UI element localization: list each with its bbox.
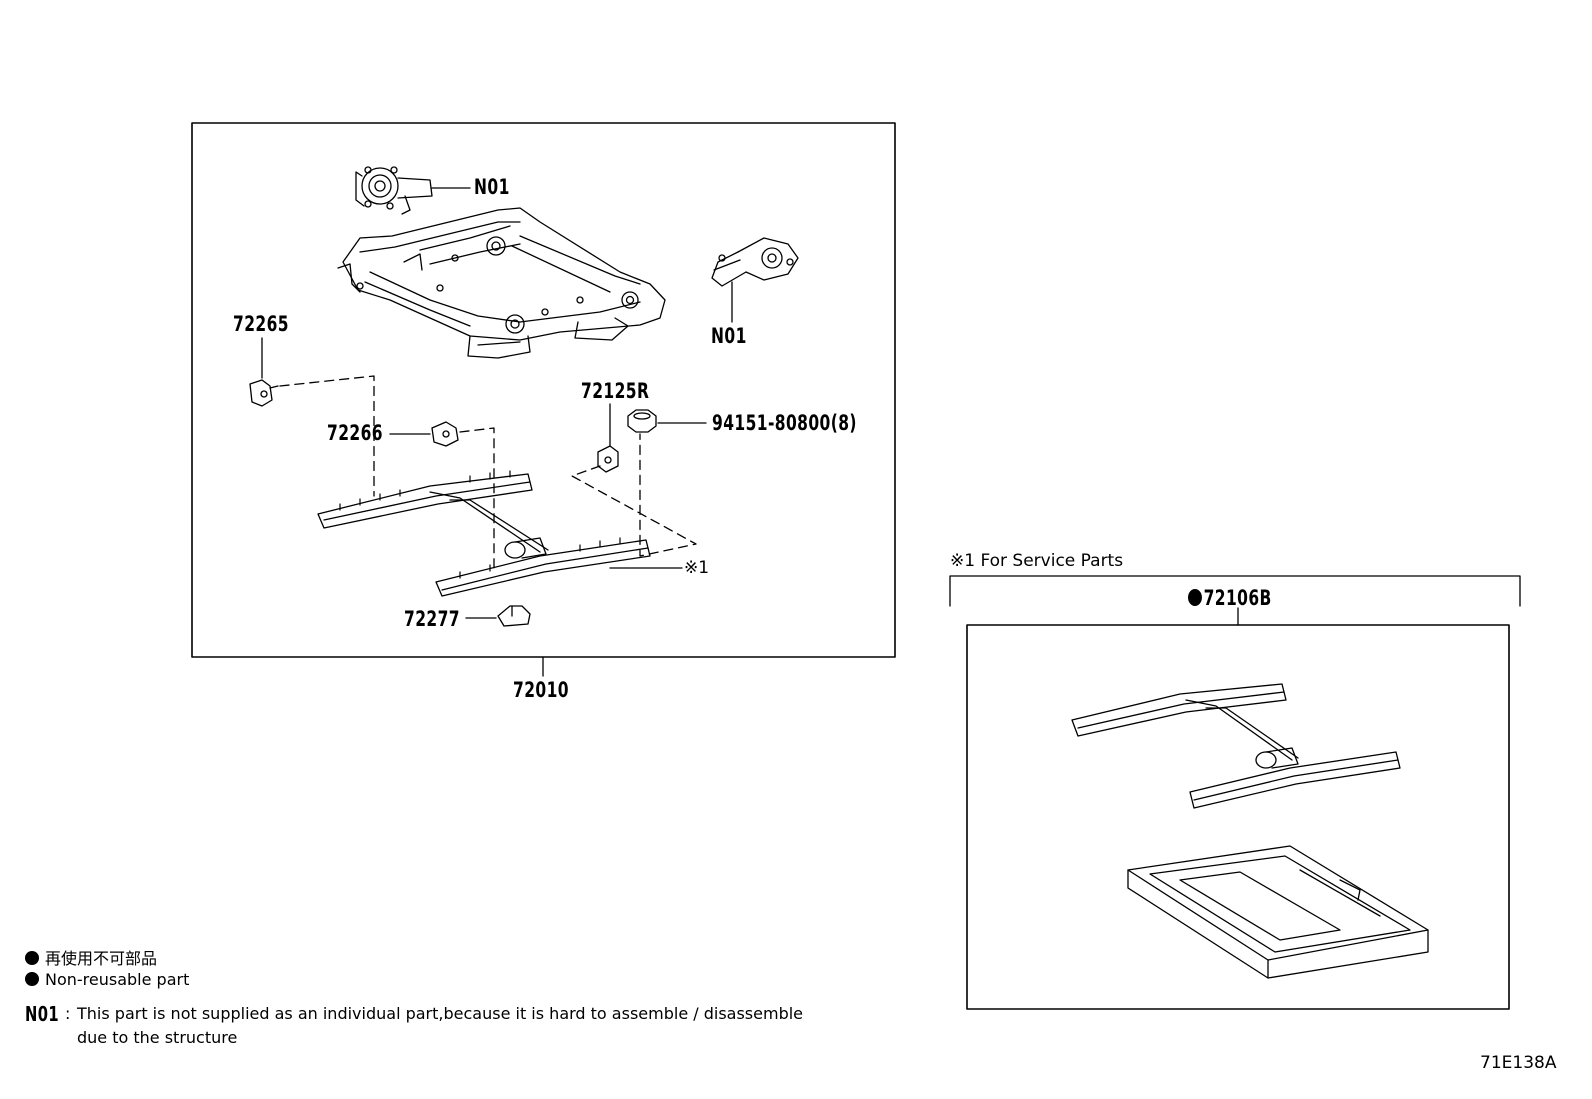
service-track-drawing	[1071, 683, 1401, 809]
nut-94151-drawing	[627, 409, 657, 433]
service-part-label: 72106B	[1188, 586, 1272, 610]
cushion-frame-drawing	[337, 207, 666, 359]
label-72265: 72265	[233, 312, 289, 336]
service-tray-drawing	[1127, 845, 1429, 979]
label-n01-right: N01	[711, 324, 747, 348]
legend-n01-code: N01	[25, 1002, 60, 1026]
service-part-number: 72106B	[1203, 586, 1272, 610]
part-72265-drawing	[249, 379, 279, 407]
label-n01-top: N01	[474, 175, 510, 199]
label-ref1: ※1	[684, 558, 710, 578]
label-94151: 94151-80800(8)	[712, 411, 857, 435]
motor-n01-right-drawing	[711, 237, 799, 287]
label-72266: 72266	[327, 421, 383, 445]
legend-jp: 再使用不可部品	[25, 945, 157, 969]
assembly-frame	[191, 122, 896, 658]
legend-n01-line1: This part is not supplied as an individu…	[77, 1004, 804, 1023]
legend-n01-line2: due to the structure	[77, 1028, 238, 1047]
legend-n01-colon: :	[65, 1004, 71, 1023]
figure-id: 71E138A	[1480, 1053, 1557, 1073]
seat-track-drawing	[317, 470, 651, 597]
motor-n01-top-drawing	[355, 166, 433, 215]
label-72125r: 72125R	[581, 379, 650, 403]
label-72010: 72010	[513, 678, 569, 702]
legend-en: Non-reusable part	[25, 970, 189, 989]
service-title: ※1 For Service Parts	[950, 551, 1124, 571]
part-72266-drawing	[431, 421, 459, 447]
part-72277-drawing	[497, 605, 531, 627]
service-bracket	[949, 575, 1521, 607]
non-reusable-dot-icon	[1188, 589, 1202, 606]
label-72277: 72277	[404, 607, 460, 631]
bullet-dot-icon	[25, 951, 39, 965]
service-frame	[966, 624, 1510, 1010]
part-72125r-drawing	[597, 445, 619, 473]
bullet-dot-icon	[25, 972, 39, 986]
